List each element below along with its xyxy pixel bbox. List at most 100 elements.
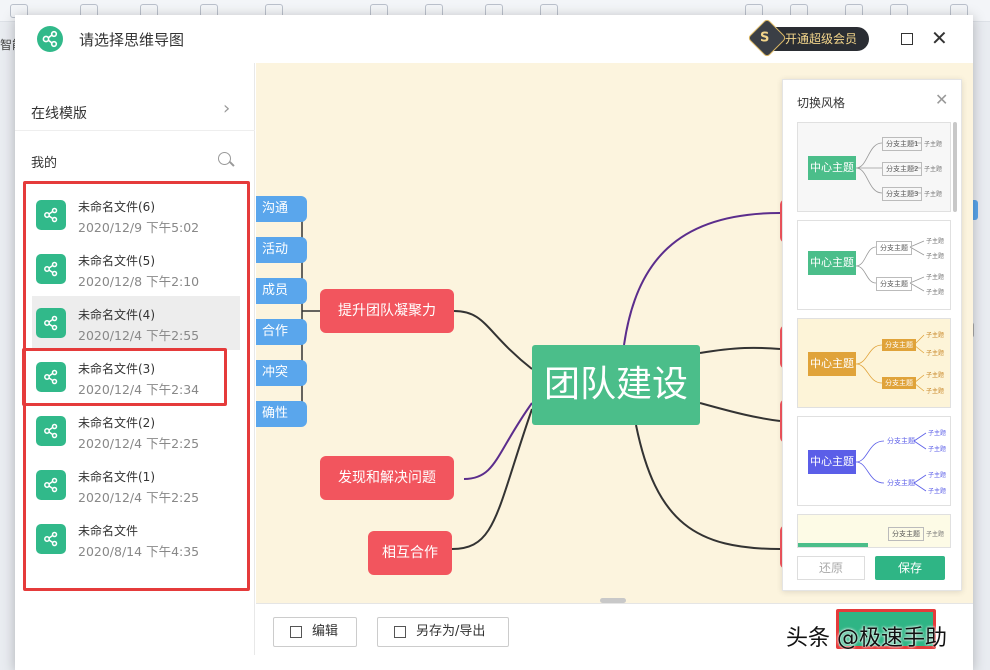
mindmap-leaf-node: 成员 — [256, 278, 307, 304]
file-date: 2020/12/4 下午2:55 — [78, 328, 200, 343]
thumb-branch-label: 分支主题1 — [882, 137, 923, 151]
style-panel-scrollbar[interactable] — [953, 122, 957, 212]
thumb-center-strip — [798, 543, 868, 547]
file-date: 2020/12/9 下午5:02 — [78, 220, 200, 235]
watermark-text: 头条 @极速手助 — [786, 626, 947, 651]
mindmap-branch-node: 相互合作 — [368, 531, 452, 575]
edit-label: 编辑 — [312, 624, 339, 639]
mindmap-logo-icon — [37, 26, 63, 52]
mindmap-picker-dialog: 请选择思维导图 S 开通超级会员 ✕ 在线模版 › 我的 未命名文件(6) 20… — [15, 15, 973, 670]
dialog-footer: 编辑 另存为/导出 — [256, 603, 973, 655]
thumb-sub-label: 子主题 — [926, 388, 945, 395]
mindmap-file-icon — [36, 200, 66, 230]
online-templates-label: 在线模版 — [31, 106, 87, 122]
file-sidebar: 在线模版 › 我的 未命名文件(6) 2020/12/9 下午5:02 未命名文… — [15, 63, 255, 655]
thumb-branch-label: 分支主题3 — [882, 187, 923, 201]
mindmap-leaf-node: 合作 — [256, 319, 307, 345]
file-item[interactable]: 未命名文件(2) 2020/12/4 下午2:25 — [32, 404, 240, 458]
thumb-branch-label: 分支主题 — [888, 527, 924, 541]
file-item-selected[interactable]: 未命名文件(4) 2020/12/4 下午2:55 — [32, 296, 240, 350]
vip-badge-icon: S — [747, 18, 787, 58]
save-as-export-button[interactable]: 另存为/导出 — [377, 617, 509, 647]
thumb-sub-label: 子主题 — [926, 350, 945, 357]
file-name: 未命名文件(3) — [78, 362, 155, 376]
file-date: 2020/12/4 下午2:25 — [78, 490, 200, 505]
style-thumbnail-orange[interactable]: 中心主题 分支主题 分支主题 子主题 子主题 子主题 子主题 — [797, 318, 951, 408]
thumb-branch-label: 分支主题 — [876, 277, 912, 291]
export-icon — [394, 626, 406, 638]
thumb-sub-label: 子主题 — [926, 531, 945, 538]
mindmap-file-icon — [36, 416, 66, 446]
thumb-sub-label: 子主题 — [928, 488, 947, 495]
save-as-label: 另存为/导出 — [416, 624, 486, 639]
file-item[interactable]: 未命名文件 2020/8/14 下午4:35 — [32, 512, 240, 566]
thumb-sub-label: 子主题 — [926, 238, 945, 245]
thumb-sub-label: 子主题 — [926, 274, 945, 281]
edit-icon — [290, 626, 302, 638]
vip-label: 开通超级会员 — [785, 32, 858, 46]
file-name: 未命名文件(5) — [78, 254, 155, 268]
thumb-sub-label: 子主题 — [926, 372, 945, 379]
mindmap-branch-node: 发现和解决问题 — [320, 456, 454, 500]
maximize-icon[interactable] — [901, 33, 913, 45]
thumb-center-label: 中心主题 — [808, 156, 856, 180]
mindmap-leaf-node: 沟通 — [256, 196, 307, 222]
save-style-button[interactable]: 保存 — [875, 556, 945, 580]
thumb-sub-label: 子主题 — [926, 253, 945, 260]
restore-button[interactable]: 还原 — [797, 556, 865, 580]
style-panel-title: 切换风格 — [797, 96, 846, 110]
close-icon[interactable]: ✕ — [931, 26, 948, 50]
mindmap-file-icon — [36, 524, 66, 554]
thumb-branch-label: 分支主题 — [882, 377, 916, 389]
vip-button[interactable]: S 开通超级会员 — [747, 18, 869, 58]
close-icon[interactable]: ✕ — [935, 90, 949, 109]
file-list: 未命名文件(6) 2020/12/9 下午5:02 未命名文件(5) 2020/… — [23, 181, 250, 591]
horizontal-scrollbar[interactable] — [600, 598, 626, 603]
selection-highlight — [22, 348, 227, 406]
mindmap-branch-node: 提升团队凝聚力 — [320, 289, 454, 333]
thumb-sub-label: 子主题 — [928, 430, 947, 437]
thumb-sub-label: 子主题 — [926, 289, 945, 296]
mindmap-leaf-node: 活动 — [256, 237, 307, 263]
mindmap-file-icon — [36, 308, 66, 338]
thumb-sub-label: 子主题 — [924, 141, 943, 148]
dialog-title: 请选择思维导图 — [79, 31, 185, 49]
file-name: 未命名文件 — [78, 524, 139, 538]
mindmap-leaf-node: 冲突 — [256, 360, 307, 386]
file-item[interactable]: 未命名文件(1) 2020/12/4 下午2:25 — [32, 458, 240, 512]
mindmap-center-node: 团队建设 — [532, 345, 700, 425]
style-thumbnail-yellow[interactable]: 分支主题 子主题 — [797, 514, 951, 548]
search-icon[interactable] — [218, 152, 231, 165]
thumb-branch-label: 分支主题2 — [882, 162, 923, 176]
style-thumbnail-green-2[interactable]: 中心主题 分支主题 分支主题 子主题 子主题 子主题 子主题 — [797, 220, 951, 310]
file-item[interactable]: 未命名文件(5) 2020/12/8 下午2:10 — [32, 242, 240, 296]
file-date: 2020/12/4 下午2:34 — [78, 382, 200, 397]
file-name: 未命名文件(6) — [78, 200, 155, 214]
file-name: 未命名文件(1) — [78, 470, 155, 484]
mine-section-label: 我的 — [31, 156, 58, 171]
file-item[interactable]: 未命名文件(3) 2020/12/4 下午2:34 — [32, 350, 240, 404]
edit-button[interactable]: 编辑 — [273, 617, 357, 647]
thumb-branch-label: 分支主题 — [887, 437, 915, 445]
mindmap-file-icon — [36, 362, 66, 392]
confirm-button[interactable] — [836, 609, 936, 649]
mindmap-leaf-node: 确性 — [256, 401, 307, 427]
thumb-sub-label: 子主题 — [928, 472, 947, 479]
style-thumbnail-green[interactable]: 中心主题 分支主题1 分支主题2 分支主题3 子主题 子主题 子主题 — [797, 122, 951, 212]
thumb-center-label: 中心主题 — [808, 450, 856, 474]
thumb-branch-label: 分支主题 — [887, 479, 915, 487]
mindmap-file-icon — [36, 470, 66, 500]
file-item[interactable]: 未命名文件(6) 2020/12/9 下午5:02 — [32, 188, 240, 242]
online-templates-item[interactable]: 在线模版 › — [15, 91, 255, 131]
chevron-right-icon: › — [223, 98, 231, 119]
style-thumbnail-blue[interactable]: 中心主题 分支主题 分支主题 子主题 子主题 子主题 子主题 — [797, 416, 951, 506]
mindmap-file-icon — [36, 254, 66, 284]
thumb-center-label: 中心主题 — [808, 251, 856, 275]
thumb-sub-label: 子主题 — [924, 166, 943, 173]
dialog-titlebar: 请选择思维导图 S 开通超级会员 ✕ — [15, 15, 973, 63]
file-date: 2020/12/8 下午2:10 — [78, 274, 200, 289]
style-switch-panel: 切换风格 ✕ 中心主题 分支主题1 分支主题2 分支主题3 子主题 子主题 子主… — [782, 79, 962, 591]
file-name: 未命名文件(2) — [78, 416, 155, 430]
file-name: 未命名文件(4) — [78, 308, 155, 322]
thumb-center-label: 中心主题 — [808, 352, 856, 376]
